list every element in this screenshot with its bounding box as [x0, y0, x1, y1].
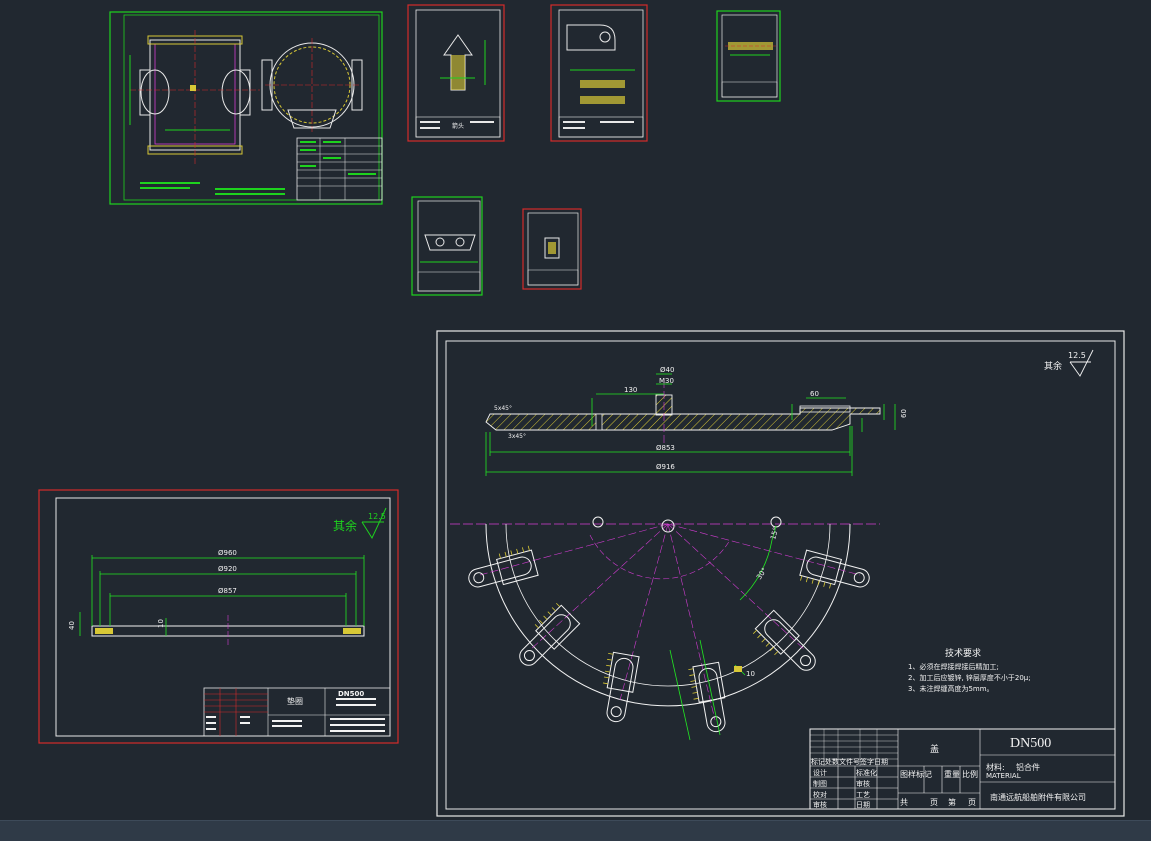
tb-review: 审核 [856, 779, 870, 788]
cad-drawing-canvas[interactable]: 箭头 [0, 0, 1151, 820]
dim-60a: 60 [810, 390, 819, 398]
dim-d40: Ø40 [660, 366, 674, 374]
lug-2 [519, 602, 581, 666]
tb-sheet-total: 共 [900, 798, 908, 807]
material-value: 铝合件 [1016, 762, 1040, 772]
cover-title: 盖 [930, 743, 939, 755]
tech-req-title: 技术要求 [945, 647, 981, 659]
material-en: MATERIAL [986, 772, 1021, 780]
assembly-sheet[interactable] [109, 11, 383, 205]
dim-chamfer-top: 5x45° [494, 405, 512, 412]
gasket-title: 垫圈 [287, 696, 303, 706]
cover-section [485, 380, 881, 445]
plug-part-sheet[interactable] [522, 208, 582, 290]
tech-req-item-3: 3、未注焊缝高度为5mm。 [908, 684, 994, 693]
title-block-header: 标记处数文件号签字日期 [811, 757, 888, 766]
lug-4 [688, 661, 726, 733]
dim-60b: 60 [900, 409, 908, 418]
cover-sheet[interactable]: 其余 12.5 [436, 330, 1125, 817]
arrow-sheet-title: 箭头 [452, 122, 464, 130]
gasket-roughness-value: 12.5 [368, 512, 386, 521]
material-label: 材料: [986, 762, 1005, 772]
tb-sheet-page2: 页 [968, 798, 976, 807]
cover-roughness-value: 12.5 [1068, 351, 1086, 360]
tb-process: 工艺 [856, 791, 870, 799]
tb-check: 校对 [813, 790, 827, 799]
cover-code: DN500 [1010, 736, 1051, 751]
tb-design: 设计 [813, 768, 827, 777]
tb-approve: 审核 [813, 800, 827, 809]
dim-916: Ø916 [656, 463, 675, 471]
cover-roughness-label: 其余 [1044, 360, 1062, 372]
cad-model-space[interactable]: 箭头 [0, 0, 1151, 820]
pin-part-sheet[interactable] [716, 10, 781, 102]
dim-chamfer-bottom: 3x45° [508, 433, 526, 440]
gasket-roughness-label: 其余 [333, 518, 357, 533]
support-part-sheet[interactable] [411, 196, 483, 296]
dim-weld-10: 10 [746, 670, 755, 678]
tech-req-item-2: 2、加工后应镀锌, 锌层厚度不小于20μ; [908, 673, 1031, 682]
tb-mark-label: 图样标记 [900, 769, 932, 779]
lug-1 [468, 545, 539, 588]
dim-angle-30: 30° [755, 566, 769, 581]
status-bar[interactable] [0, 820, 1151, 841]
company-name: 南通远航船舶附件有限公司 [990, 792, 1086, 802]
tb-date: 日期 [856, 801, 870, 809]
dim-40: 40 [68, 621, 76, 630]
lug-5 [752, 609, 816, 671]
bracket-part-sheet[interactable] [550, 4, 648, 142]
tb-drawing: 制图 [813, 779, 827, 788]
tb-scale-label: 比例 [962, 769, 978, 779]
dim-130: 130 [624, 386, 637, 394]
dim-857: Ø857 [218, 587, 237, 595]
tb-weight-label: 重量 [944, 769, 960, 779]
tb-sheet-num: 第 [948, 797, 956, 807]
lug-3 [602, 651, 640, 723]
dim-10: 10 [157, 619, 165, 628]
cover-title-block: 标记处数文件号签字日期 设计 标准化 制图 审核 校对 工艺 审核 日期 盖 图… [809, 728, 1116, 810]
dim-920: Ø920 [218, 565, 237, 573]
gasket-code: DN500 [338, 690, 364, 698]
dim-angle-15: 15° [769, 526, 780, 540]
dim-960: Ø960 [218, 549, 237, 557]
dim-853: Ø853 [656, 444, 675, 452]
dim-m30: M30 [659, 377, 674, 385]
arrow-part-sheet[interactable]: 箭头 [407, 4, 505, 142]
tb-standard: 标准化 [856, 768, 877, 777]
lug-6 [799, 549, 870, 589]
tb-sheet-page: 页 [930, 798, 938, 807]
gasket-sheet[interactable]: Ø960 Ø920 Ø857 40 10 其余 12.5 垫圈 DN500 [38, 489, 399, 744]
tech-req-item-1: 1、必须在焊接焊接后精加工; [908, 662, 999, 671]
